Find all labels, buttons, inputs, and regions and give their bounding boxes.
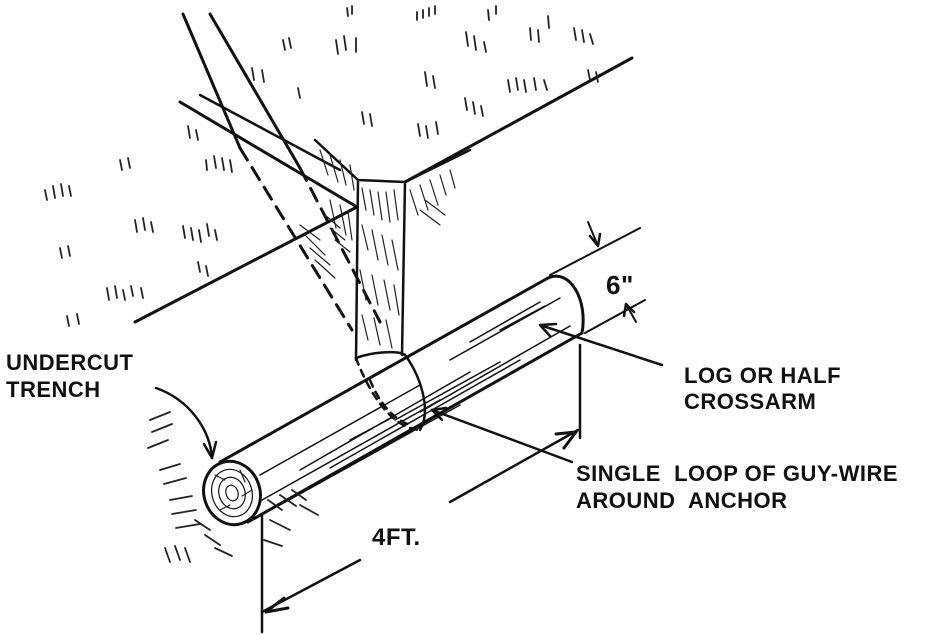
undercut-trench-line-2: TRENCH [6,377,101,402]
label-log: LOG OR HALF CROSSARM [684,363,841,414]
guy-loop-label-line-1: SINGLE LOOP OF GUY-WIRE [576,461,898,486]
diameter-dimension-label: 6" [606,270,634,300]
log-label-line-2: CROSSARM [684,389,816,414]
grass-tufts [44,5,599,327]
guy-loop-label-line-2: AROUND ANCHOR [576,488,788,513]
label-undercut-trench: UNDERCUT TRENCH [6,350,134,402]
soil-hatching [147,411,319,563]
trench [299,138,472,362]
length-dimension: 4FT. [260,343,582,634]
undercut-trench-line-1: UNDERCUT [6,350,134,375]
log-anchor [202,274,585,527]
leader-lines [154,322,664,464]
guy-wire-loop [354,350,427,432]
ground-surface-outline [133,56,634,324]
length-dimension-label: 4FT. [372,524,421,551]
guy-wire [181,12,382,332]
diameter-dimension: 6" [549,221,646,334]
log-label-line-1: LOG OR HALF [684,363,841,388]
label-guy-loop: SINGLE LOOP OF GUY-WIRE AROUND ANCHOR [576,461,898,513]
